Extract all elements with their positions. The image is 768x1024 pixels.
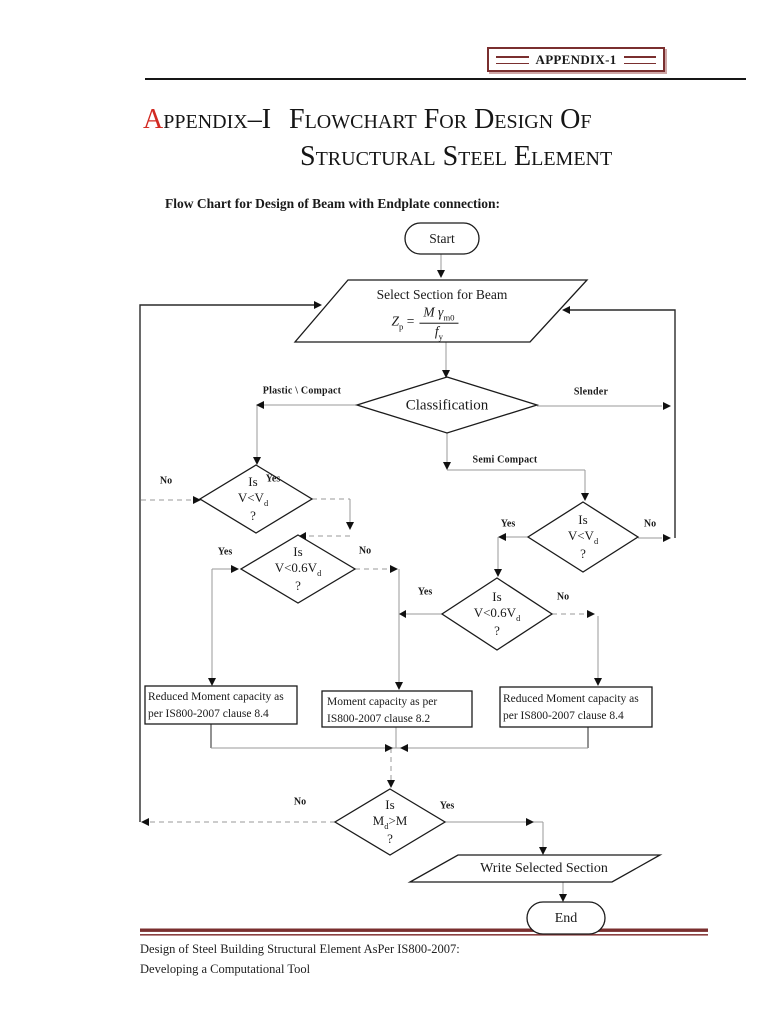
label-plastic-compact: Plastic \ Compact [262, 385, 342, 397]
header-rule [145, 78, 746, 80]
d1-diamond-shape [198, 464, 314, 534]
page-title-line2: Structural Steel Element [300, 141, 613, 172]
box-middle-shape [321, 690, 473, 728]
footer-line1: Design of Steel Building Structural Elem… [140, 942, 460, 956]
footer-line2: Developing a Computational Tool [140, 962, 311, 976]
select-section-shape [293, 279, 589, 343]
badge-right-rule [623, 55, 656, 64]
d1-no-label: No [159, 475, 173, 487]
d3-label: Is V<Vd ? [567, 512, 599, 561]
box-right-shape [499, 686, 653, 728]
title-initial: A [143, 104, 164, 135]
write-output-shape [407, 854, 663, 883]
page-title: Appendix–I Flowchart For Design Of Struct… [143, 101, 612, 175]
chart-subtitle: Flow Chart for Design of Beam with Endpl… [165, 196, 500, 211]
formula-fraction: M γm0 fy [419, 305, 459, 342]
title-line1-text: Flowchart For Design Of [289, 104, 592, 135]
d1-yes-label: Yes [265, 473, 281, 485]
badge-label: APPENDIX-1 [535, 51, 617, 67]
d3-yes-label: Yes [500, 518, 516, 530]
box-right-label: Reduced Moment capacity as per IS800-200… [503, 693, 639, 722]
d4-yes-label: Yes [417, 586, 433, 598]
start-node-shape [404, 222, 480, 255]
d5-no-label: No [293, 796, 307, 808]
label-slender: Slender [573, 386, 609, 398]
d4-no-label: No [556, 591, 570, 603]
classification-label: Classification [405, 397, 489, 414]
arrowheads [141, 270, 671, 902]
d2-label: Is V<0.6Vd ? [274, 544, 322, 593]
box-left-shape [144, 685, 298, 725]
d2-diamond-shape [239, 534, 357, 604]
appendix-badge: APPENDIX-1 [487, 47, 665, 72]
d5-label: Is Md>M ? [372, 797, 408, 846]
start-label: Start [429, 231, 455, 246]
box-middle-label: Moment capacity as per IS800-2007 clause… [327, 696, 438, 725]
title-appendix: ppendix–I [163, 104, 272, 135]
end-label: End [554, 911, 578, 926]
connector-lines [139, 254, 676, 896]
box-left-label: Reduced Moment capacity as per IS800-200… [148, 691, 284, 720]
footer-bar [140, 928, 708, 936]
badge-left-rule [496, 55, 529, 64]
d4-label: Is V<0.6Vd ? [473, 589, 521, 638]
classification-diamond-shape [354, 376, 540, 434]
write-output-label: Write Selected Section [480, 861, 608, 876]
d3-diamond-shape [526, 501, 640, 573]
end-node-shape [526, 901, 606, 935]
zp-formula: Zp = M γm0 fy [391, 305, 459, 342]
d3-no-label: No [643, 518, 657, 530]
d4-diamond-shape [440, 577, 554, 651]
d1-label: Is V<Vd ? [237, 474, 269, 523]
select-section-title: Select Section for Beam [376, 287, 508, 302]
footer: Design of Steel Building Structural Elem… [140, 939, 460, 979]
label-semi-compact: Semi Compact [472, 454, 538, 466]
formula-lhs: Zp = [391, 314, 415, 332]
page-title-line1: Appendix–I Flowchart For Design Of [143, 101, 612, 138]
d2-yes-label: Yes [217, 546, 233, 558]
d5-diamond-shape [333, 788, 447, 856]
d5-yes-label: Yes [439, 800, 455, 812]
d2-no-label: No [358, 545, 372, 557]
